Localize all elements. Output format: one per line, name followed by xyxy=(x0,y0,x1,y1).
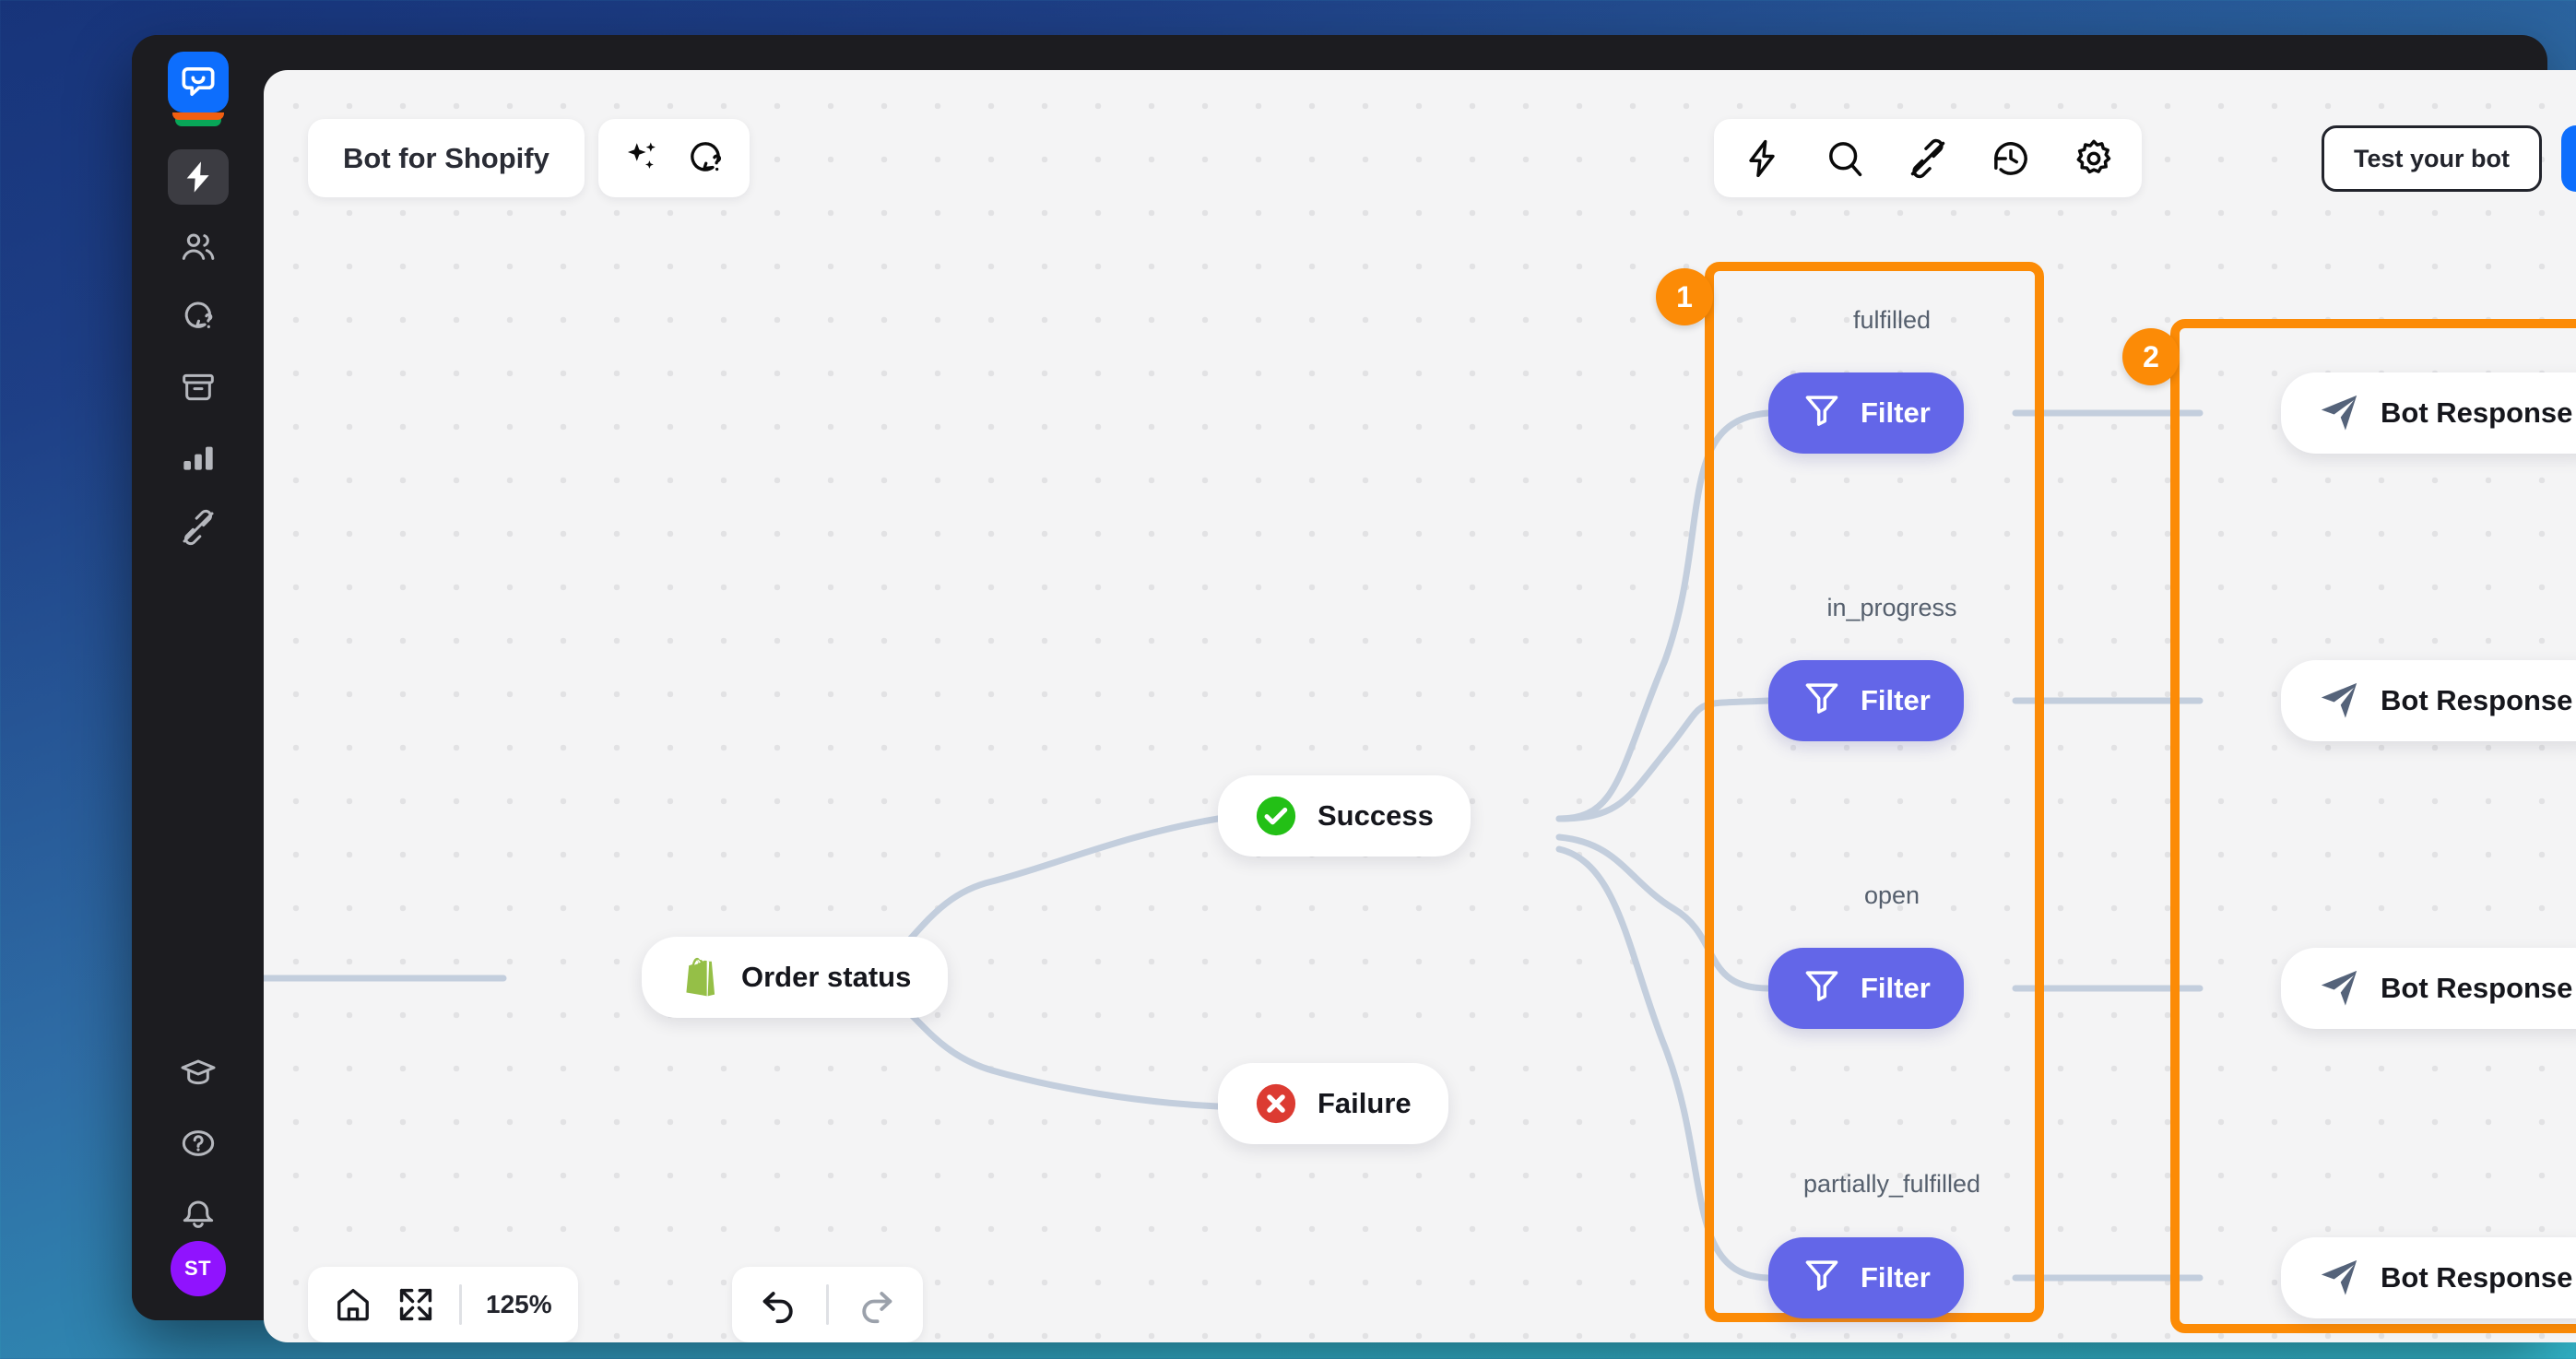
publish-button[interactable]: Publish xyxy=(2561,125,2576,192)
undo-icon[interactable] xyxy=(760,1285,798,1324)
logo-strip-orange xyxy=(171,112,224,120)
search-icon[interactable] xyxy=(1825,138,1865,179)
app-window: Order status Success Failure fulfilled xyxy=(132,35,2576,1342)
lightning-icon[interactable] xyxy=(1742,138,1782,179)
send-icon xyxy=(2318,1257,2360,1299)
node-label: Bot Response xyxy=(2381,972,2573,1004)
sidebar-item-chats[interactable] xyxy=(168,290,229,345)
filter-icon xyxy=(1802,677,1842,725)
redo-icon[interactable] xyxy=(857,1285,895,1324)
gear-icon[interactable] xyxy=(2074,138,2114,179)
sidebar-item-archives[interactable] xyxy=(168,360,229,415)
sparkles-icon[interactable] xyxy=(622,139,661,178)
branch-label-in-progress: in_progress xyxy=(1826,594,1957,621)
plug-off-icon[interactable] xyxy=(1908,138,1948,179)
divider xyxy=(826,1284,829,1325)
canvas-toolbar xyxy=(1714,119,2142,197)
left-sidebar: ST xyxy=(132,35,264,1320)
node-label: Filter xyxy=(1861,1261,1931,1294)
test-your-bot-button[interactable]: Test your bot xyxy=(2322,125,2543,192)
node-success[interactable]: Success xyxy=(1218,775,1471,857)
sidebar-item-notifications[interactable] xyxy=(168,1186,229,1241)
node-filter-in-progress[interactable]: Filter xyxy=(1768,660,1964,741)
node-label: Failure xyxy=(1318,1087,1412,1119)
filter-icon xyxy=(1802,964,1842,1012)
failure-cross-icon xyxy=(1255,1082,1297,1125)
node-label: Bot Response xyxy=(2381,684,2573,716)
zoom-level: 125% xyxy=(486,1290,552,1318)
node-label: Filter xyxy=(1861,972,1931,1004)
send-icon xyxy=(2318,392,2360,434)
bot-title-pill[interactable]: Bot for Shopify xyxy=(308,119,585,197)
send-icon xyxy=(2318,680,2360,722)
node-order-status[interactable]: Order status xyxy=(642,937,949,1018)
node-label: Filter xyxy=(1861,396,1931,429)
branch-label-fulfilled: fulfilled xyxy=(1852,306,1932,334)
chat-question-icon[interactable] xyxy=(685,138,726,179)
node-label: Bot Response xyxy=(2381,396,2573,429)
node-label: Filter xyxy=(1861,684,1931,716)
node-filter-fulfilled[interactable]: Filter xyxy=(1768,372,1964,454)
sidebar-item-academy[interactable] xyxy=(168,1046,229,1101)
filter-icon xyxy=(1802,389,1842,437)
logo-strip-green xyxy=(174,119,221,126)
flow-edges xyxy=(264,409,2204,1282)
flow-canvas[interactable]: Order status Success Failure fulfilled xyxy=(264,70,2576,1342)
divider xyxy=(459,1284,462,1325)
chatbot-logo-icon[interactable] xyxy=(160,52,236,135)
node-label: Bot Response xyxy=(2381,1261,2573,1294)
node-filter-open[interactable]: Filter xyxy=(1768,948,1964,1029)
sidebar-item-reports[interactable] xyxy=(168,430,229,485)
node-failure[interactable]: Failure xyxy=(1218,1063,1448,1144)
node-label: Success xyxy=(1318,799,1434,832)
send-icon xyxy=(2318,967,2360,1010)
sidebar-item-help[interactable] xyxy=(168,1116,229,1171)
node-filter-partially-fulfilled[interactable]: Filter xyxy=(1768,1237,1964,1318)
fit-screen-icon[interactable] xyxy=(396,1285,435,1324)
branch-label-open: open xyxy=(1863,881,1920,909)
node-bot-response-4[interactable]: Bot Response xyxy=(2281,1237,2576,1318)
avatar[interactable]: ST xyxy=(170,1241,226,1296)
node-bot-response-2[interactable]: Bot Response xyxy=(2281,660,2576,741)
home-icon[interactable] xyxy=(334,1285,372,1324)
annotation-badge-2: 2 xyxy=(2122,328,2180,385)
zoom-controls: 125% xyxy=(308,1267,578,1342)
node-bot-response-3[interactable]: Bot Response xyxy=(2281,948,2576,1029)
page-title: Bot for Shopify xyxy=(343,141,549,174)
success-check-icon xyxy=(1255,795,1297,837)
filter-icon xyxy=(1802,1254,1842,1302)
branch-label-partially-fulfilled: partially_fulfilled xyxy=(1802,1170,1981,1198)
sidebar-item-integrations[interactable] xyxy=(168,500,229,555)
annotation-badge-1: 1 xyxy=(1656,268,1713,325)
sidebar-item-automation[interactable] xyxy=(167,149,229,205)
sidebar-item-users[interactable] xyxy=(168,219,229,275)
logo-tile xyxy=(167,52,229,112)
ai-tools-pill xyxy=(598,119,750,197)
node-label: Order status xyxy=(741,961,912,993)
history-controls xyxy=(732,1267,923,1342)
shopify-bag-icon xyxy=(679,956,721,999)
node-bot-response-1[interactable]: Bot Response xyxy=(2281,372,2576,454)
history-icon[interactable] xyxy=(1991,138,2031,179)
